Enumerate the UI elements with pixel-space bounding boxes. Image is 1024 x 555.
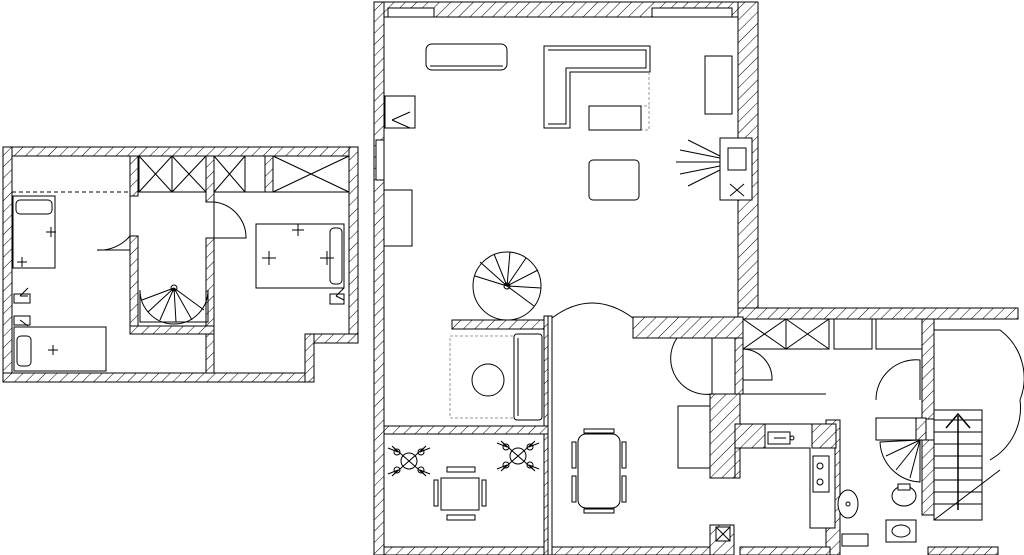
wall-right: [348, 146, 359, 344]
wall-partition-line: [547, 315, 553, 555]
door-swing: [213, 201, 247, 239]
wall-kitchen-top: [632, 316, 744, 339]
bookshelf: [383, 189, 413, 247]
cabinet: [833, 318, 873, 350]
wall-east-side: [921, 318, 935, 420]
bed: [12, 195, 56, 269]
door-swing: [742, 348, 773, 381]
wall-bottom: [2, 372, 314, 383]
upper-floor-plan: [2, 146, 359, 383]
window-left: [375, 139, 385, 181]
bathroom: [837, 417, 927, 547]
window-top: [651, 7, 733, 18]
coffee-table: [588, 105, 642, 131]
wall-main-left: [373, 1, 385, 555]
potted-plant: [387, 445, 431, 477]
door-swing: [875, 359, 921, 401]
nightstand-lamp: [329, 287, 345, 305]
wall-bottom-edge: [927, 546, 999, 555]
wall-east-lower: [921, 439, 935, 516]
dining-table: [571, 428, 627, 514]
arched-opening: [551, 302, 634, 319]
wall-bottom-edge: [383, 546, 545, 555]
vanity: [875, 417, 921, 441]
wall-east-top: [737, 307, 1019, 320]
wall-left: [2, 146, 13, 383]
door-swing: [96, 196, 131, 251]
washbasin: [837, 489, 859, 519]
side-cabinet: [677, 405, 711, 469]
wall-top: [2, 146, 359, 157]
wardrobe: [742, 318, 830, 350]
sofa: [513, 333, 543, 421]
wall-interior-1: [129, 155, 139, 197]
round-table: [471, 363, 505, 397]
nightstand-lamp: [13, 315, 31, 327]
potted-plant: [496, 440, 540, 472]
spiral-staircase: [139, 284, 209, 325]
wall-interior-3: [205, 155, 215, 203]
wardrobe: [138, 155, 207, 193]
wall-veranda: [383, 425, 549, 435]
wall-bottom-edge: [551, 546, 711, 555]
wall-stair-rail: [451, 319, 545, 330]
door-swing: [670, 337, 713, 395]
shower: [879, 439, 921, 483]
wall-step-side: [304, 333, 315, 383]
wardrobe: [213, 155, 266, 193]
bidet: [885, 519, 917, 543]
wall-interior-2: [129, 235, 139, 327]
wall-interior-4: [205, 237, 215, 374]
bed: [13, 326, 107, 372]
spiral-staircase: [472, 251, 542, 321]
main-floor-plan: [373, 1, 1024, 555]
sofa: [425, 43, 508, 71]
wall-landing: [129, 325, 215, 335]
patio-table: [433, 466, 487, 521]
ottoman: [588, 159, 640, 201]
kitchen-counter: [734, 423, 837, 529]
wall-bottom-edge: [739, 546, 831, 555]
fireplace: [676, 137, 753, 201]
door-swing: [934, 329, 1024, 461]
wall-kitchen-divider: [734, 337, 744, 395]
exterior-stairs: [933, 409, 1001, 521]
bed: [255, 223, 345, 289]
window-top: [387, 7, 435, 18]
wardrobe: [272, 155, 350, 193]
nightstand-lamp: [13, 287, 31, 304]
desk-lamp: [384, 95, 416, 129]
cabinet: [875, 318, 923, 350]
wall-interior-5: [264, 155, 274, 193]
sideboard: [704, 55, 733, 115]
